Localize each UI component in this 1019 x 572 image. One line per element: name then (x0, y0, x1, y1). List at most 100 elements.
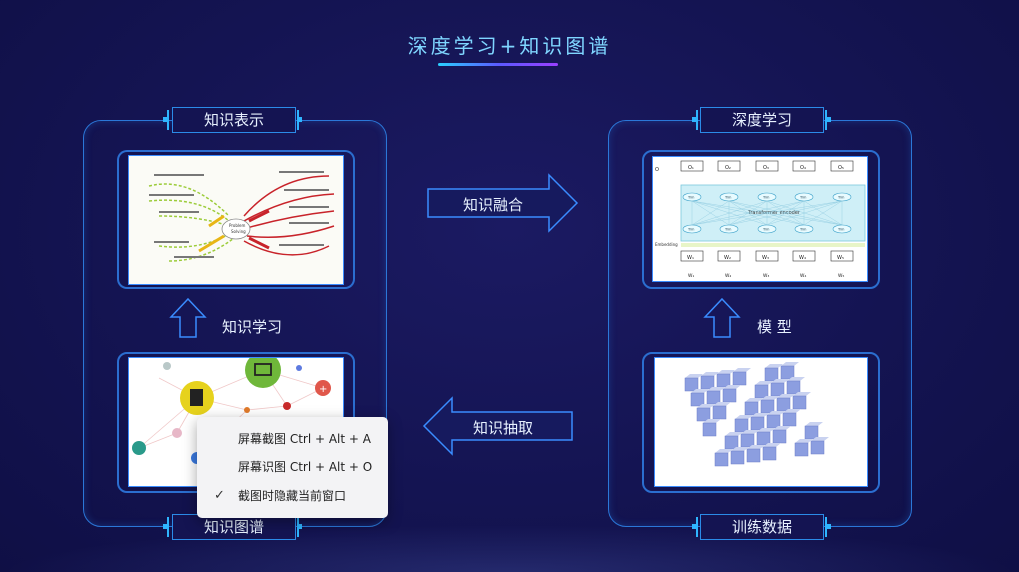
cube-block-top (717, 370, 735, 374)
input-box (680, 250, 704, 262)
cube-block-top (745, 398, 763, 402)
menu-item-hide-window[interactable]: ✓ 截图时隐藏当前窗口 (197, 482, 388, 510)
cube-block (712, 405, 727, 420)
cube-block-top (685, 374, 703, 378)
cube-block-top (783, 409, 801, 413)
transformer-svg: Transformer encoder Embedding TrmTrmTrmT… (653, 157, 867, 281)
trm-label: Trm (724, 196, 732, 200)
cube-block (690, 392, 705, 407)
attention-line (691, 200, 768, 226)
cube-block-top (811, 437, 829, 441)
cube-block-top (773, 426, 791, 430)
cube-block (684, 377, 699, 392)
cube-svg (655, 358, 867, 486)
knowledge-fusion-label: 知识融合 (463, 196, 524, 214)
input-box (792, 250, 816, 262)
mindmap-center-line1: Problem (229, 223, 245, 228)
right-bottom-dot-r (826, 524, 831, 529)
input-word-label: W₂ (725, 273, 731, 279)
up-arrow-right (703, 297, 741, 338)
left-bottom-dot-r (297, 524, 302, 529)
cube-block-top (747, 445, 765, 449)
mindmap-image: Problem Solving (128, 155, 344, 285)
right-bottom-dot-l (692, 524, 697, 529)
cube-block-top (703, 419, 721, 423)
trm-label: Trm (837, 196, 845, 200)
cube-block (714, 452, 729, 467)
output-label: O₅ (838, 165, 844, 171)
knowledge-representation-label: 知识表示 (172, 107, 296, 133)
cube-block (810, 440, 825, 455)
training-data-label: 训练数据 (700, 514, 824, 540)
cube-block-top (767, 411, 785, 415)
cube-block (782, 412, 797, 427)
cube-block-top (713, 402, 731, 406)
output-box (717, 160, 741, 172)
left-bottom-dot-l (163, 524, 168, 529)
cube-block-top (771, 379, 789, 383)
menu-item-screenshot[interactable]: 屏幕截图 Ctrl + Alt + A (238, 432, 371, 446)
knowledge-graph-label: 知识图谱 (172, 514, 296, 540)
attention-line (691, 200, 843, 226)
input-box (830, 250, 854, 262)
attention-line (803, 200, 843, 226)
right-top-bracket (642, 150, 880, 289)
left-bottom-tick-l (167, 517, 169, 537)
input-word-label: W₅ (838, 273, 844, 279)
cube-block-top (805, 422, 823, 426)
cube-block-top (741, 430, 759, 434)
cube-block-top (697, 404, 715, 408)
input-word-label: W₄ (800, 273, 806, 279)
cube-block-top (735, 415, 753, 419)
cube-block-top (761, 396, 779, 400)
encoder-text: Transformer encoder (747, 210, 801, 216)
plus-glyph: + (319, 384, 327, 395)
data-cube-image (654, 357, 868, 487)
output-label: O₄ (800, 165, 806, 171)
trm-label: Trm (799, 228, 807, 232)
trm-label: Trm (837, 228, 845, 232)
cube-block-top (723, 385, 741, 389)
cube-block-top (755, 381, 773, 385)
trm-label: Trm (724, 228, 732, 232)
cube-block (746, 448, 761, 463)
right-top-dot-r (826, 117, 831, 122)
cube-block (696, 407, 711, 422)
attention-line (728, 200, 843, 226)
trm-label: Trm (762, 228, 770, 232)
cube-block (730, 450, 745, 465)
cube-block (794, 442, 809, 457)
input-label: W₅ (837, 255, 844, 261)
attention-line (691, 200, 730, 226)
cube-block-top (787, 377, 805, 381)
cube-block (762, 446, 777, 461)
cube-block (772, 429, 787, 444)
cube-block-top (781, 362, 799, 366)
cube-block-top (795, 439, 813, 443)
cube-block (792, 395, 807, 410)
knowledge-extraction-label: 知识抽取 (473, 419, 534, 437)
output-label: O₂ (725, 165, 731, 171)
output-prefix: O (655, 167, 659, 173)
menu-item-screen-recognize[interactable]: 屏幕识图 Ctrl + Alt + O (238, 460, 373, 474)
cube-block-top (757, 428, 775, 432)
left-top-dot-r (297, 117, 302, 122)
input-word-label: W₃ (763, 273, 769, 279)
up-arrow-left (169, 297, 207, 338)
cube-block-top (707, 387, 725, 391)
cube-block-top (751, 413, 769, 417)
left-top-bracket-r (117, 150, 355, 289)
model-label: 模 型 (757, 318, 792, 336)
cube-block-top (701, 372, 719, 376)
output-box (755, 160, 779, 172)
cube-block-top (763, 443, 781, 447)
trm-label: Trm (762, 196, 770, 200)
left-top-tick-l (167, 110, 169, 130)
cube-block-top (777, 394, 795, 398)
trm-label: Trm (687, 228, 695, 232)
embedding-text: Embedding (655, 242, 678, 247)
attention-line (766, 200, 843, 226)
cube-block-top (733, 368, 751, 372)
cube-block (722, 388, 737, 403)
